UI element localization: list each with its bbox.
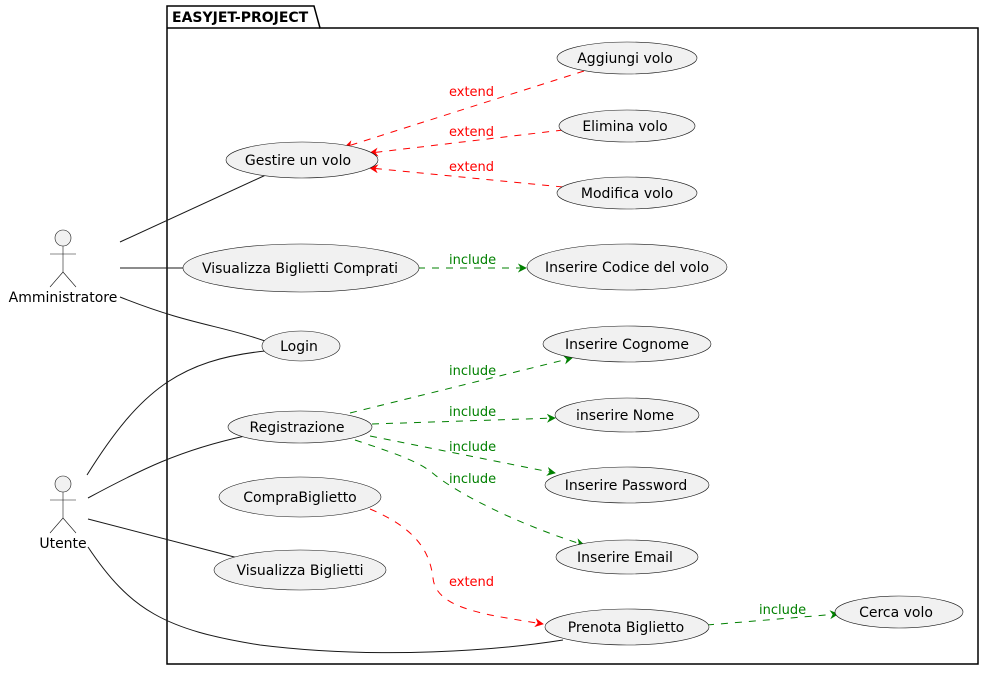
use-case-modifica-volo: Modifica volo bbox=[556, 176, 698, 210]
extend-compra-prenota bbox=[369, 508, 544, 628]
include-registrazione-nome bbox=[371, 413, 556, 425]
extend-label: extend bbox=[449, 85, 494, 100]
use-case-label: Inserire Cognome bbox=[565, 337, 689, 353]
include-relations: include include include include include … bbox=[349, 253, 839, 626]
association-admin-gestire bbox=[119, 173, 269, 243]
use-case-label: Inserire Password bbox=[565, 478, 687, 494]
use-case-label: Gestire un volo bbox=[245, 153, 351, 169]
use-case-inserire-nome: inserire Nome bbox=[554, 397, 700, 433]
package-title: EASYJET-PROJECT bbox=[172, 10, 309, 26]
include-label: include bbox=[449, 253, 496, 268]
use-case-label: Registrazione bbox=[250, 420, 345, 436]
include-label: include bbox=[759, 603, 806, 618]
use-case-compra-biglietto: CompraBiglietto bbox=[218, 476, 382, 518]
use-case-label: Visualizza Biglietti bbox=[236, 563, 363, 579]
use-case-label: Cerca volo bbox=[859, 605, 933, 621]
use-case-visualizza-biglietti: Visualizza Biglietti bbox=[213, 549, 387, 591]
association-user-prenota bbox=[87, 546, 564, 654]
use-case-inserire-email: Inserire Email bbox=[555, 539, 699, 575]
include-registrazione-cognome bbox=[349, 355, 573, 414]
use-case-inserire-password: Inserire Password bbox=[544, 466, 710, 504]
include-label: include bbox=[449, 440, 496, 455]
actor-utente: Utente bbox=[39, 475, 87, 552]
use-case-label: Modifica volo bbox=[581, 186, 673, 202]
use-case-label: Aggiungi volo bbox=[577, 51, 673, 67]
actor-head bbox=[54, 229, 72, 247]
actor-head bbox=[54, 475, 72, 493]
use-case-elimina-volo: Elimina volo bbox=[558, 109, 696, 143]
include-registrazione-password bbox=[369, 435, 556, 476]
associations bbox=[86, 173, 564, 654]
association-admin-login bbox=[119, 296, 266, 342]
association-user-login bbox=[86, 350, 266, 476]
actor-label: Amministratore bbox=[9, 290, 118, 306]
association-user-registrazione bbox=[87, 435, 246, 499]
association-user-visualizza bbox=[87, 518, 243, 560]
include-registrazione-email bbox=[354, 439, 585, 547]
include-label: include bbox=[449, 364, 496, 379]
use-case-label: CompraBiglietto bbox=[243, 490, 357, 506]
extend-label: extend bbox=[449, 160, 494, 175]
use-case-label: Inserire Email bbox=[577, 550, 673, 566]
include-label: include bbox=[449, 405, 496, 420]
use-case-inserire-cognome: Inserire Cognome bbox=[542, 325, 712, 363]
use-case-label: Elimina volo bbox=[582, 119, 667, 135]
extend-elimina-gestire bbox=[369, 129, 564, 157]
actor-amministratore: Amministratore bbox=[9, 229, 118, 306]
use-case-gestire-volo: Gestire un volo bbox=[225, 141, 379, 179]
use-case-label: Inserire Codice del volo bbox=[545, 260, 709, 276]
extend-label: extend bbox=[449, 125, 494, 140]
actor-label: Utente bbox=[39, 536, 86, 552]
extend-modifica-gestire bbox=[369, 164, 564, 188]
use-case-aggiungi-volo: Aggiungi volo bbox=[556, 41, 698, 75]
use-case-label: inserire Nome bbox=[576, 408, 674, 424]
package-frame: EASYJET-PROJECT bbox=[166, 5, 979, 665]
use-case-registrazione: Registrazione bbox=[227, 410, 373, 444]
use-case-login: Login bbox=[261, 330, 341, 362]
use-case-cerca-volo: Cerca volo bbox=[834, 595, 964, 629]
include-label: include bbox=[449, 472, 496, 487]
use-case-prenota-biglietto: Prenota Biglietto bbox=[544, 608, 710, 646]
use-case-label: Visualizza Biglietti Comprati bbox=[202, 261, 398, 277]
extend-relations: extend extend extend extend bbox=[344, 70, 585, 628]
use-case-label: Login bbox=[280, 339, 318, 355]
use-case-visualizza-biglietti-comprati: Visualizza Biglietti Comprati bbox=[182, 243, 420, 293]
use-case-inserire-codice: Inserire Codice del volo bbox=[526, 243, 728, 291]
use-case-label: Prenota Biglietto bbox=[568, 620, 685, 636]
extend-label: extend bbox=[449, 575, 494, 590]
